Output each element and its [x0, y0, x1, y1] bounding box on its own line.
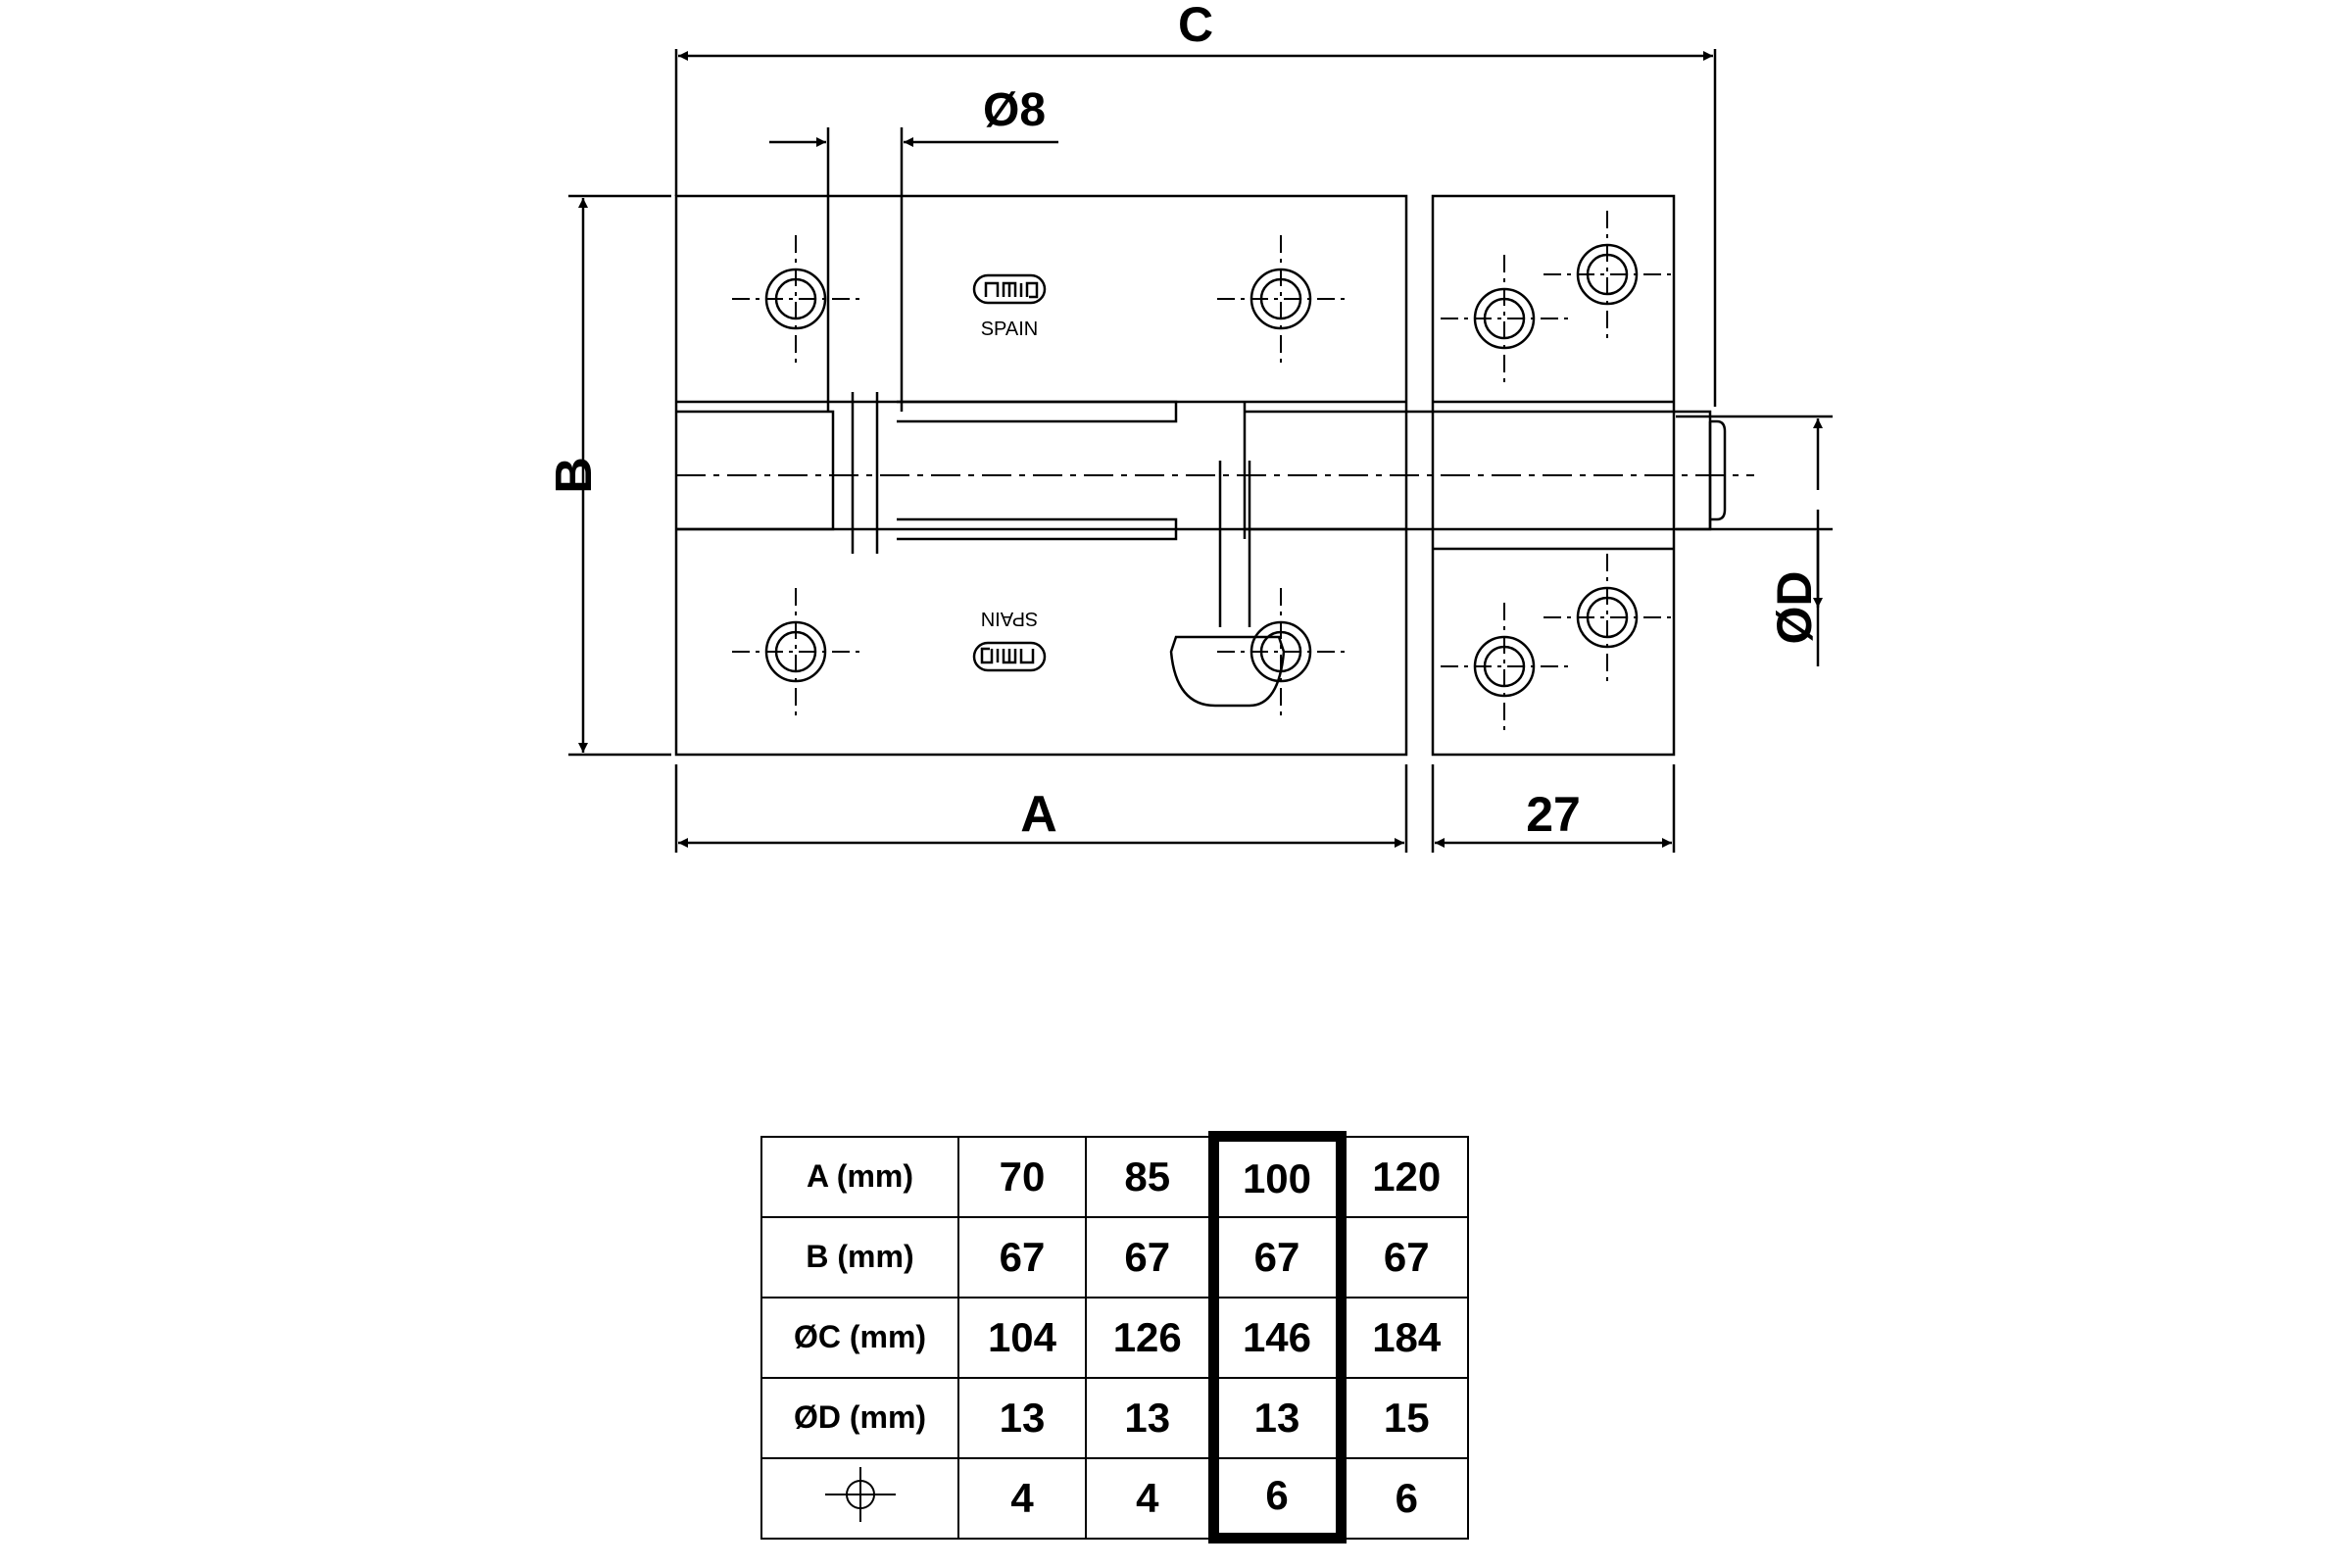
table-cell-highlighted: 67 — [1207, 1215, 1347, 1298]
brand-logo-icon — [972, 273, 1047, 305]
screw-hole-icon — [1542, 209, 1673, 340]
table-row: A (mm) 70 85 100 120 — [760, 1131, 1469, 1218]
bolt-handle — [1169, 461, 1286, 708]
table-cell: 6 — [1340, 1456, 1469, 1540]
table-cell: 85 — [1085, 1135, 1214, 1218]
screw-hole-icon — [824, 1466, 896, 1522]
table-row: ØD (mm) 13 13 13 15 — [760, 1376, 1469, 1459]
table-cell: 67 — [957, 1215, 1087, 1298]
table-cell: 15 — [1340, 1376, 1469, 1459]
technical-drawing: SPAIN SPAIN C Ø8 A 27 B ØD — [546, 0, 1833, 853]
table-cell: 184 — [1340, 1296, 1469, 1379]
table-cell: 4 — [957, 1456, 1087, 1540]
screw-count-label — [760, 1456, 959, 1540]
table-cell: 104 — [957, 1296, 1087, 1379]
row-label: ØC (mm) — [760, 1296, 959, 1379]
dimensions-table: A (mm) 70 85 100 120 B (mm) 67 67 67 67 … — [760, 1131, 1469, 1544]
logo-text-inverted: SPAIN — [981, 608, 1039, 629]
dim-label-b: B — [546, 457, 603, 494]
table-cell: 4 — [1085, 1456, 1214, 1540]
row-label: ØD (mm) — [760, 1376, 959, 1459]
table-row: ØC (mm) 104 126 146 184 — [760, 1296, 1469, 1379]
dim-label-a: A — [1020, 786, 1057, 843]
table-cell: 70 — [957, 1135, 1087, 1218]
dim-label-c: C — [1178, 0, 1213, 52]
table-cell: 120 — [1340, 1135, 1469, 1218]
screw-hole-icon — [730, 586, 861, 717]
table-cell: 67 — [1340, 1215, 1469, 1298]
dim-label-27: 27 — [1526, 787, 1581, 842]
brand-logo-icon-inverted — [972, 641, 1047, 672]
table-cell: 13 — [1085, 1376, 1214, 1459]
table-cell: 126 — [1085, 1296, 1214, 1379]
logo-text: SPAIN — [981, 318, 1039, 340]
bolt-rod — [676, 410, 835, 531]
dim-label-pin: Ø8 — [983, 84, 1046, 136]
screw-hole-icon — [1215, 233, 1347, 365]
screw-hole-icon — [1215, 586, 1347, 717]
table-cell-highlighted: 100 — [1207, 1131, 1347, 1218]
dim-label-d: ØD — [1767, 571, 1822, 645]
table-row: B (mm) 67 67 67 67 — [760, 1215, 1469, 1298]
table-cell-highlighted: 6 — [1207, 1456, 1347, 1544]
table-cell-highlighted: 13 — [1207, 1376, 1347, 1459]
screw-hole-icon — [730, 233, 861, 365]
table-cell-highlighted: 146 — [1207, 1296, 1347, 1379]
screw-hole-icon — [1439, 601, 1570, 732]
table-cell: 13 — [957, 1376, 1087, 1459]
screw-hole-icon — [1542, 552, 1673, 683]
row-label: B (mm) — [760, 1215, 959, 1298]
table-cell: 67 — [1085, 1215, 1214, 1298]
row-label: A (mm) — [760, 1135, 959, 1218]
table-row: 4 4 6 6 — [760, 1456, 1469, 1544]
